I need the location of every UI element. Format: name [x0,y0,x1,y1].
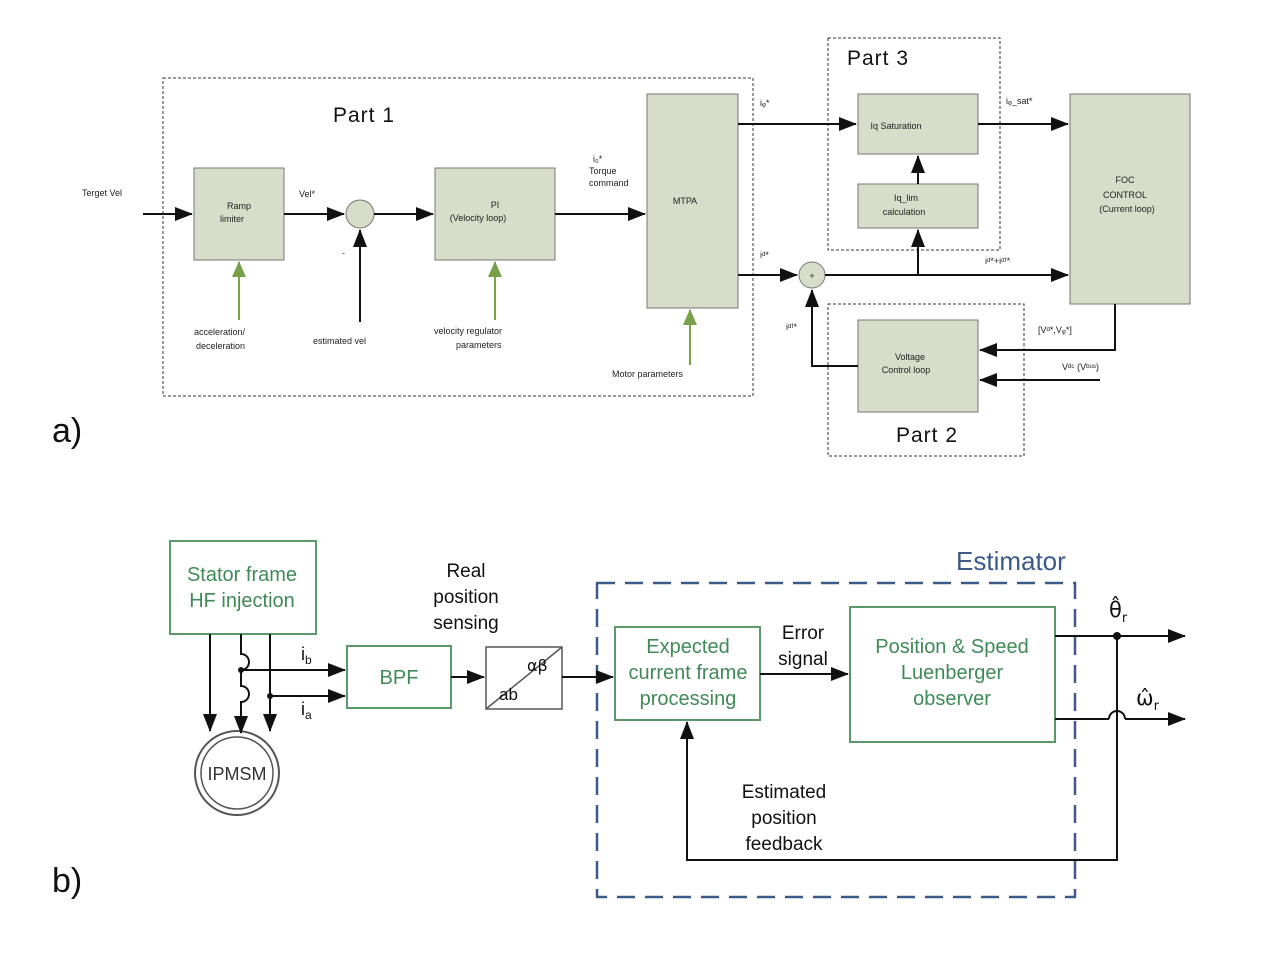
id-sum-label: iᵈ*+iᵈᶠ* [985,256,1011,266]
luenberger-observer-block [849,606,1056,743]
iq-saturation-label: Iq Saturation [870,121,921,131]
ia-node [267,693,273,699]
feedback-label-1: Estimated [742,782,826,803]
panel-b: b) Estimator Stator frame HF injection B… [52,540,1186,900]
expected-label-2: current frame [629,662,748,684]
part3-label: Part 3 [847,47,909,70]
omega-label: ω̂r [1136,686,1160,714]
part3-box [827,37,1001,251]
ia-sub: a [305,708,312,722]
panel-a: a) Part 1 Part 3 Part 2 Ramp limiter PI … [52,37,1191,457]
vdc-label: Vᵈᶜ (Vᵇᵘˢ) [1062,362,1099,372]
observer-label-3: observer [913,688,991,710]
ia-label: ia [301,699,312,722]
pi-label-1: PI [491,200,500,210]
theta-symbol: θ̂ [1109,596,1122,622]
estimator-box [595,581,1077,899]
voltage-label-1: Voltage [895,352,925,362]
torque-label-1: i₀* [593,154,603,164]
foc-label-2: CONTROL [1103,190,1147,200]
iq-sat-star-label: iᵩ_sat* [1006,96,1033,106]
estimator-title: Estimator [956,546,1066,576]
real-pos-label-2: position [433,587,499,608]
ipmsm-motor-inner [200,736,274,810]
ramp-limiter-block [193,167,285,261]
alphabeta-label: αβ [527,656,548,675]
ia-text: i [301,699,305,719]
accel-label-1: acceleration/ [194,327,246,337]
observer-label-1: Position & Speed [875,636,1028,658]
observer-label-2: Luenberger [901,662,1004,684]
velreg-label-2: parameters [456,340,502,350]
theta-sub: r [1122,611,1128,626]
expected-current-block [614,626,761,721]
foc-label-3: (Current loop) [1099,204,1155,214]
vd-vq-label: [Vᵈ*,Vᵩ*] [1038,325,1072,335]
ramp-label-2: limiter [220,214,244,224]
est-vel-label: estimated vel [313,336,366,346]
pi-velocity-block [434,167,556,261]
iq-lim-block [857,183,979,229]
foc-control-block [1069,93,1191,305]
ib-text: i [301,644,305,664]
accel-label-2: deceleration [196,341,245,351]
mtpa-label: MTPA [673,196,697,206]
id-star-label: iᵈ* [760,250,769,260]
idf-arrow [805,289,858,367]
feedback-label-2: position [751,808,817,829]
ib-sub: b [305,653,312,667]
torque-label-3: command [589,178,629,188]
voltage-label-2: Control loop [882,365,931,375]
position-feedback-arrow [680,636,1118,861]
velreg-label-1: velocity regulator [434,326,502,336]
mtpa-block [646,93,739,309]
bpf-block [346,645,452,709]
iq-lim-label-2: calculation [883,207,926,217]
ipmsm-label: IPMSM [207,764,266,784]
ramp-label-1: Ramp [227,201,251,211]
ib-label: ib [301,644,312,667]
pi-label-2: (Velocity loop) [450,213,507,223]
foc-label-1: FOC [1116,175,1135,185]
motor-params-label: Motor parameters [612,369,684,379]
real-pos-label-1: Real [446,561,485,582]
omega-sub: r [1154,699,1160,714]
theta-label: θ̂r [1109,596,1128,626]
bpf-label: BPF [380,667,419,689]
expected-label-1: Expected [646,636,729,658]
part1-label: Part 1 [333,104,395,127]
stator-label-2: HF injection [189,590,295,612]
part2-label: Part 2 [896,424,958,447]
real-pos-label-3: sensing [433,613,499,634]
iq-star-label: iᵩ* [760,98,770,108]
omega-symbol: ω̂ [1136,686,1154,710]
summing-junction-1 [345,199,375,229]
torque-label-2: Torque [589,166,617,176]
vel-star-label: Vel* [299,189,316,199]
target-vel-label: Terget Vel [82,188,122,198]
error-label-1: Error [782,623,825,644]
error-label-2: signal [778,649,828,670]
part1-box [162,77,754,397]
phase-line-2 [234,634,250,734]
minus-sign: - [342,248,345,258]
stator-hf-injection-block [169,540,317,635]
plus-sign: + [809,271,814,281]
idf-star-label: iᵈᶠ* [786,322,797,332]
panel-b-label: b) [52,862,82,900]
ab-label: ab [499,685,518,704]
transform-diagonal [485,646,563,710]
ib-node [238,667,244,673]
stator-label-1: Stator frame [187,564,297,586]
panel-a-label: a) [52,412,82,450]
iq-lim-label-1: Iq_lim [894,193,918,203]
feedback-label-3: feedback [745,834,823,855]
vdvq-feedback-arrow [979,304,1116,357]
voltage-control-block [857,319,979,413]
expected-label-3: processing [640,688,737,710]
